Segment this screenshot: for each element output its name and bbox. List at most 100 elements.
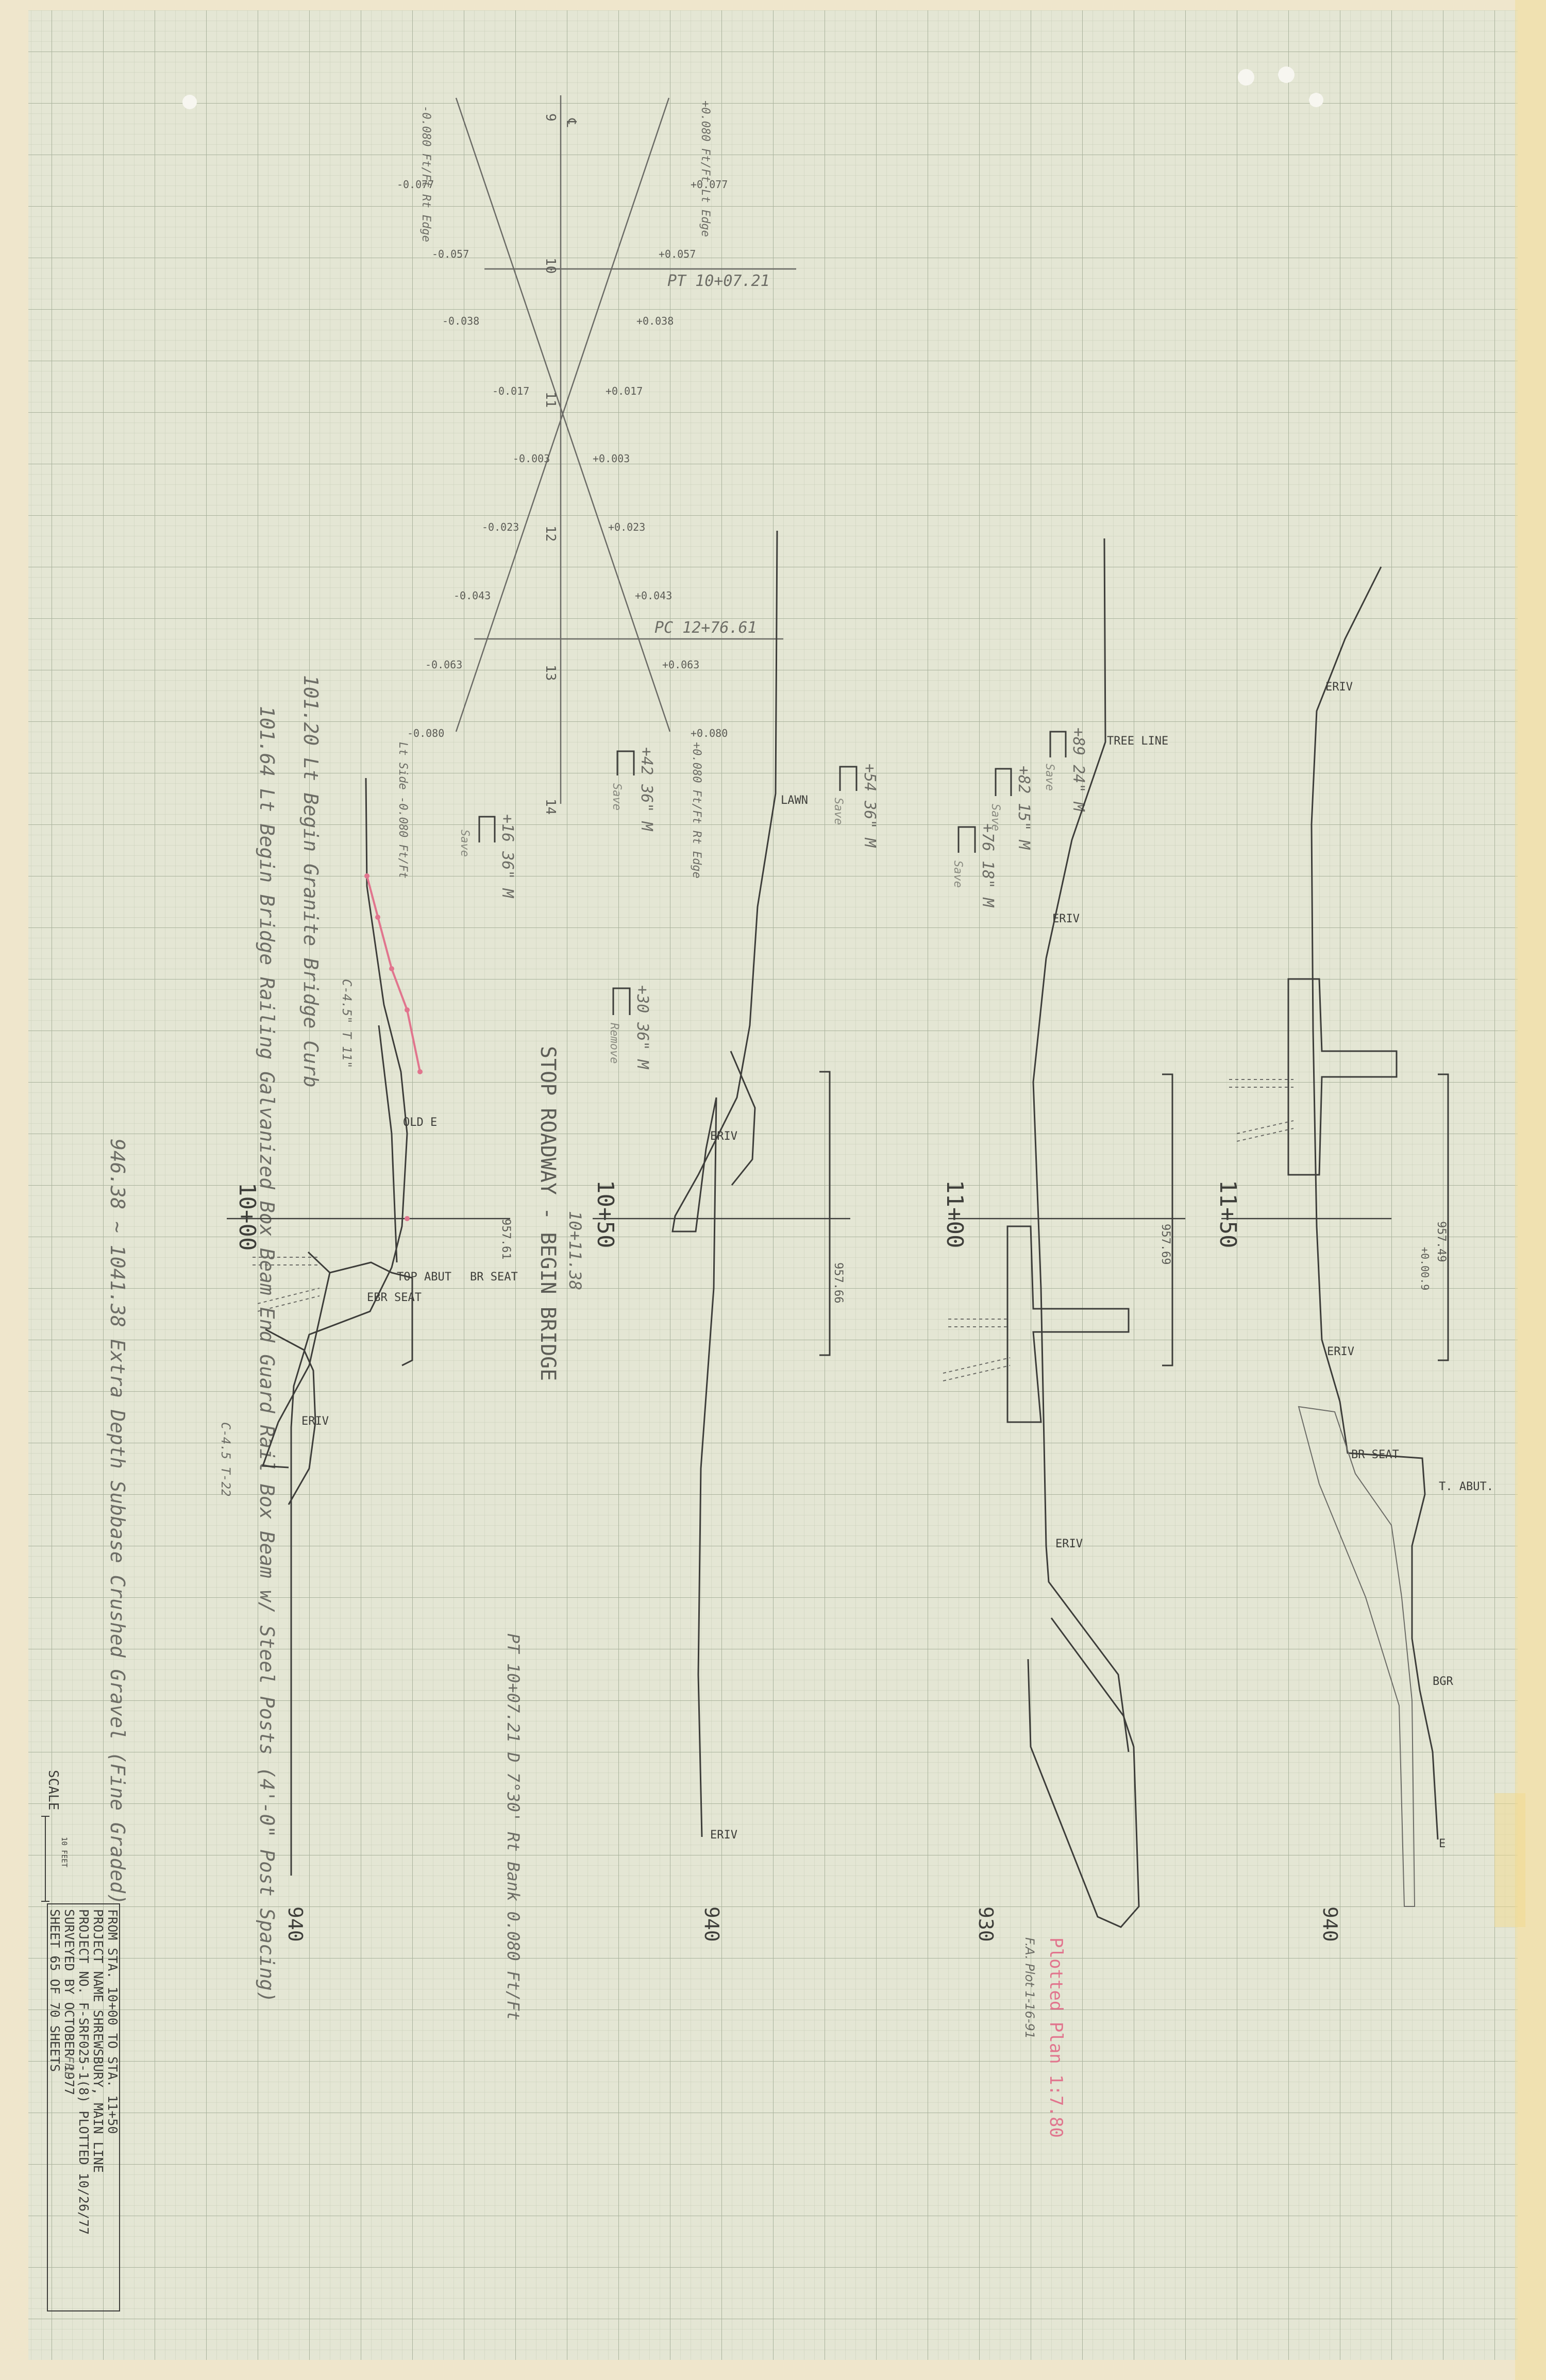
label-br-seat: BR SEAT [470,1271,518,1284]
tree-size-label: +82 15" M [1015,766,1033,850]
cl-mark-9: 9 [543,113,558,122]
cl-mark-13: 13 [543,665,558,681]
scale-label: SCALE [45,1770,61,1810]
elevation-bottom-10-00: 940 [284,1906,307,1942]
elevation-11-50: 957.49 [1435,1221,1448,1262]
elevation-bottom-11-00: 930 [974,1906,997,1942]
left-value: -0.043 [453,589,491,602]
depth-note-2: C-4.5 T-22 [219,1422,233,1497]
label-eriv: ERIV [710,1130,737,1143]
elevation-10-00: 957.61 [499,1219,512,1259]
label-eriv: ERIV [1325,681,1353,694]
title-project-name: PROJECT NAME SHREWSBURY, MAIN LINE [91,1909,106,2173]
pt-label: PT 10+07.21 [667,272,770,290]
tree-note: Save [989,804,1002,831]
binder-hole [1309,93,1323,107]
binder-hole [1278,66,1295,83]
right-value: +0.077 [691,178,728,191]
section-10-00: 10+00 957.61 940 OLD E TOP ABUT BR SEAT … [227,778,518,1942]
label-t-abut: T. ABUT. [1439,1480,1493,1493]
depth-note-1: C-4.5" T 11" [340,979,354,1068]
label-old-e: OLD E [403,1116,437,1129]
tree-note: Save [1043,764,1056,791]
superelevation-cl-glyph: ℄ [563,118,579,127]
label-eriv: ERIV [1055,1538,1083,1550]
elevation-offset-11-50: +0.00.9 [1419,1247,1431,1290]
top-right-edge-label: +0.080 Ft/Ft Lt Edge [699,100,712,237]
cl-mark-10: 10 [543,258,558,274]
tree-size-label: +30 36" M [633,985,651,1069]
label-e: E [1439,1837,1446,1850]
right-value: +0.023 [608,521,645,533]
label-eriv: ERIV [1052,913,1080,925]
left-value: -0.063 [425,659,462,671]
left-value: -0.017 [492,385,529,397]
stop-station: 10+11.38 [565,1211,585,1290]
tree-note: Remove [608,1023,620,1064]
cl-mark-11: 11 [543,392,558,408]
stop-roadway-note: STOP ROADWAY - BEGIN BRIDGE [536,1046,560,1381]
elevation-bottom-10-50: 940 [700,1906,723,1942]
pc-label: PC 12+76.61 [654,619,757,637]
section-10-50: 10+50 957.66 940 LAWN ERIV ERIV [592,530,850,1942]
tree-size-label: +42 36" M [637,747,656,831]
label-tree-line: TREE LINE [1107,735,1168,748]
tree-note: Save [832,798,845,825]
bottom-right-edge-label: +0.080 Ft/Ft Rt Edge [690,742,703,879]
cl-mark-12: 12 [543,526,558,542]
tree-size-label: +16 36" M [498,814,516,898]
right-value: +0.057 [659,248,696,260]
title-sheet: SHEET 65 OF 70 SHEETS [47,1909,62,2072]
plotted-note: Plotted Plan 1:7.80 [1046,1937,1066,2138]
elevation-bottom-11-50: 940 [1319,1906,1341,1942]
tree-size-label: +89 24" M [1069,728,1087,812]
title-surveyor: FRL [62,2056,76,2079]
title-surveyed-by: SURVEYED BY OCTOBER 1977 [62,1909,77,2095]
tree-note: Save [951,860,964,888]
right-value: +0.080 [691,727,728,739]
left-value: -0.038 [442,315,479,327]
label-top-abut: TOP ABUT [397,1271,451,1284]
section-11-00: 11+00 957.69 930 TREE LINE ERIV ERIV [942,538,1185,1942]
left-value: -0.003 [513,452,550,465]
cl-mark-14: 14 [543,799,558,815]
right-value: +0.003 [593,452,630,465]
label-ebr-seat: EBR SEAT [367,1291,422,1304]
label-eriv: ERIV [710,1829,737,1842]
left-value: -0.080 [407,727,444,739]
bottom-left-edge-label: Lt Side -0.080 Ft/Ft [396,742,409,879]
scale-bar: SCALE 10 FEET [41,1770,68,1902]
binder-hole [182,95,197,109]
left-value: -0.023 [482,521,519,533]
section-11-50: 11+50 957.49 +0.00.9 940 ERIV ERIV BR SE… [1215,566,1493,1942]
station-11-00: 11+00 [942,1180,968,1248]
label-br-seat: BR SEAT [1351,1448,1399,1461]
station-10-00: 10+00 [234,1183,260,1251]
scale-value: 10 FEET [60,1837,68,1868]
left-value: -0.077 [397,178,434,191]
station-11-50: 11+50 [1215,1180,1241,1248]
left-value: -0.057 [432,248,469,260]
tree-size-label: +76 18" M [979,823,997,907]
right-value: +0.038 [636,315,674,327]
binder-hole [1238,69,1254,86]
elevation-11-00: 957.69 [1159,1224,1172,1264]
top-left-edge-label: -0.080 Ft/Ft Rt Edge [419,106,432,242]
railing-note: 101.64 Lt Begin Bridge Railing Galvanize… [256,706,278,2003]
curb-note: 101.20 Lt Begin Granite Bridge Curb [299,675,322,1088]
extra-depth-note: 946.38 ~ 1041.38 Extra Depth Subbase Cru… [106,1139,129,1905]
superelevation-diagram [455,95,796,804]
label-lawn: LAWN [781,794,808,807]
right-value: +0.063 [662,659,699,671]
label-bgr: BGR [1433,1675,1453,1688]
tree-size-label: +54 36" M [861,764,879,848]
tree-note: Save [610,783,623,811]
title-from-to: FROM STA. 10+00 TO STA. 11+50 [105,1909,120,2134]
right-value: +0.017 [606,385,643,397]
label-eriv: ERIV [1327,1345,1354,1358]
title-project-no: PROJECT NO. F-SRF025-1(8) PLOTTED 10/26/… [76,1909,91,2235]
plotted-subnote: F.A. Plot 1-16-91 [1022,1937,1037,2039]
label-eriv: ERIV [301,1415,329,1428]
tree-note: Save [458,830,471,857]
